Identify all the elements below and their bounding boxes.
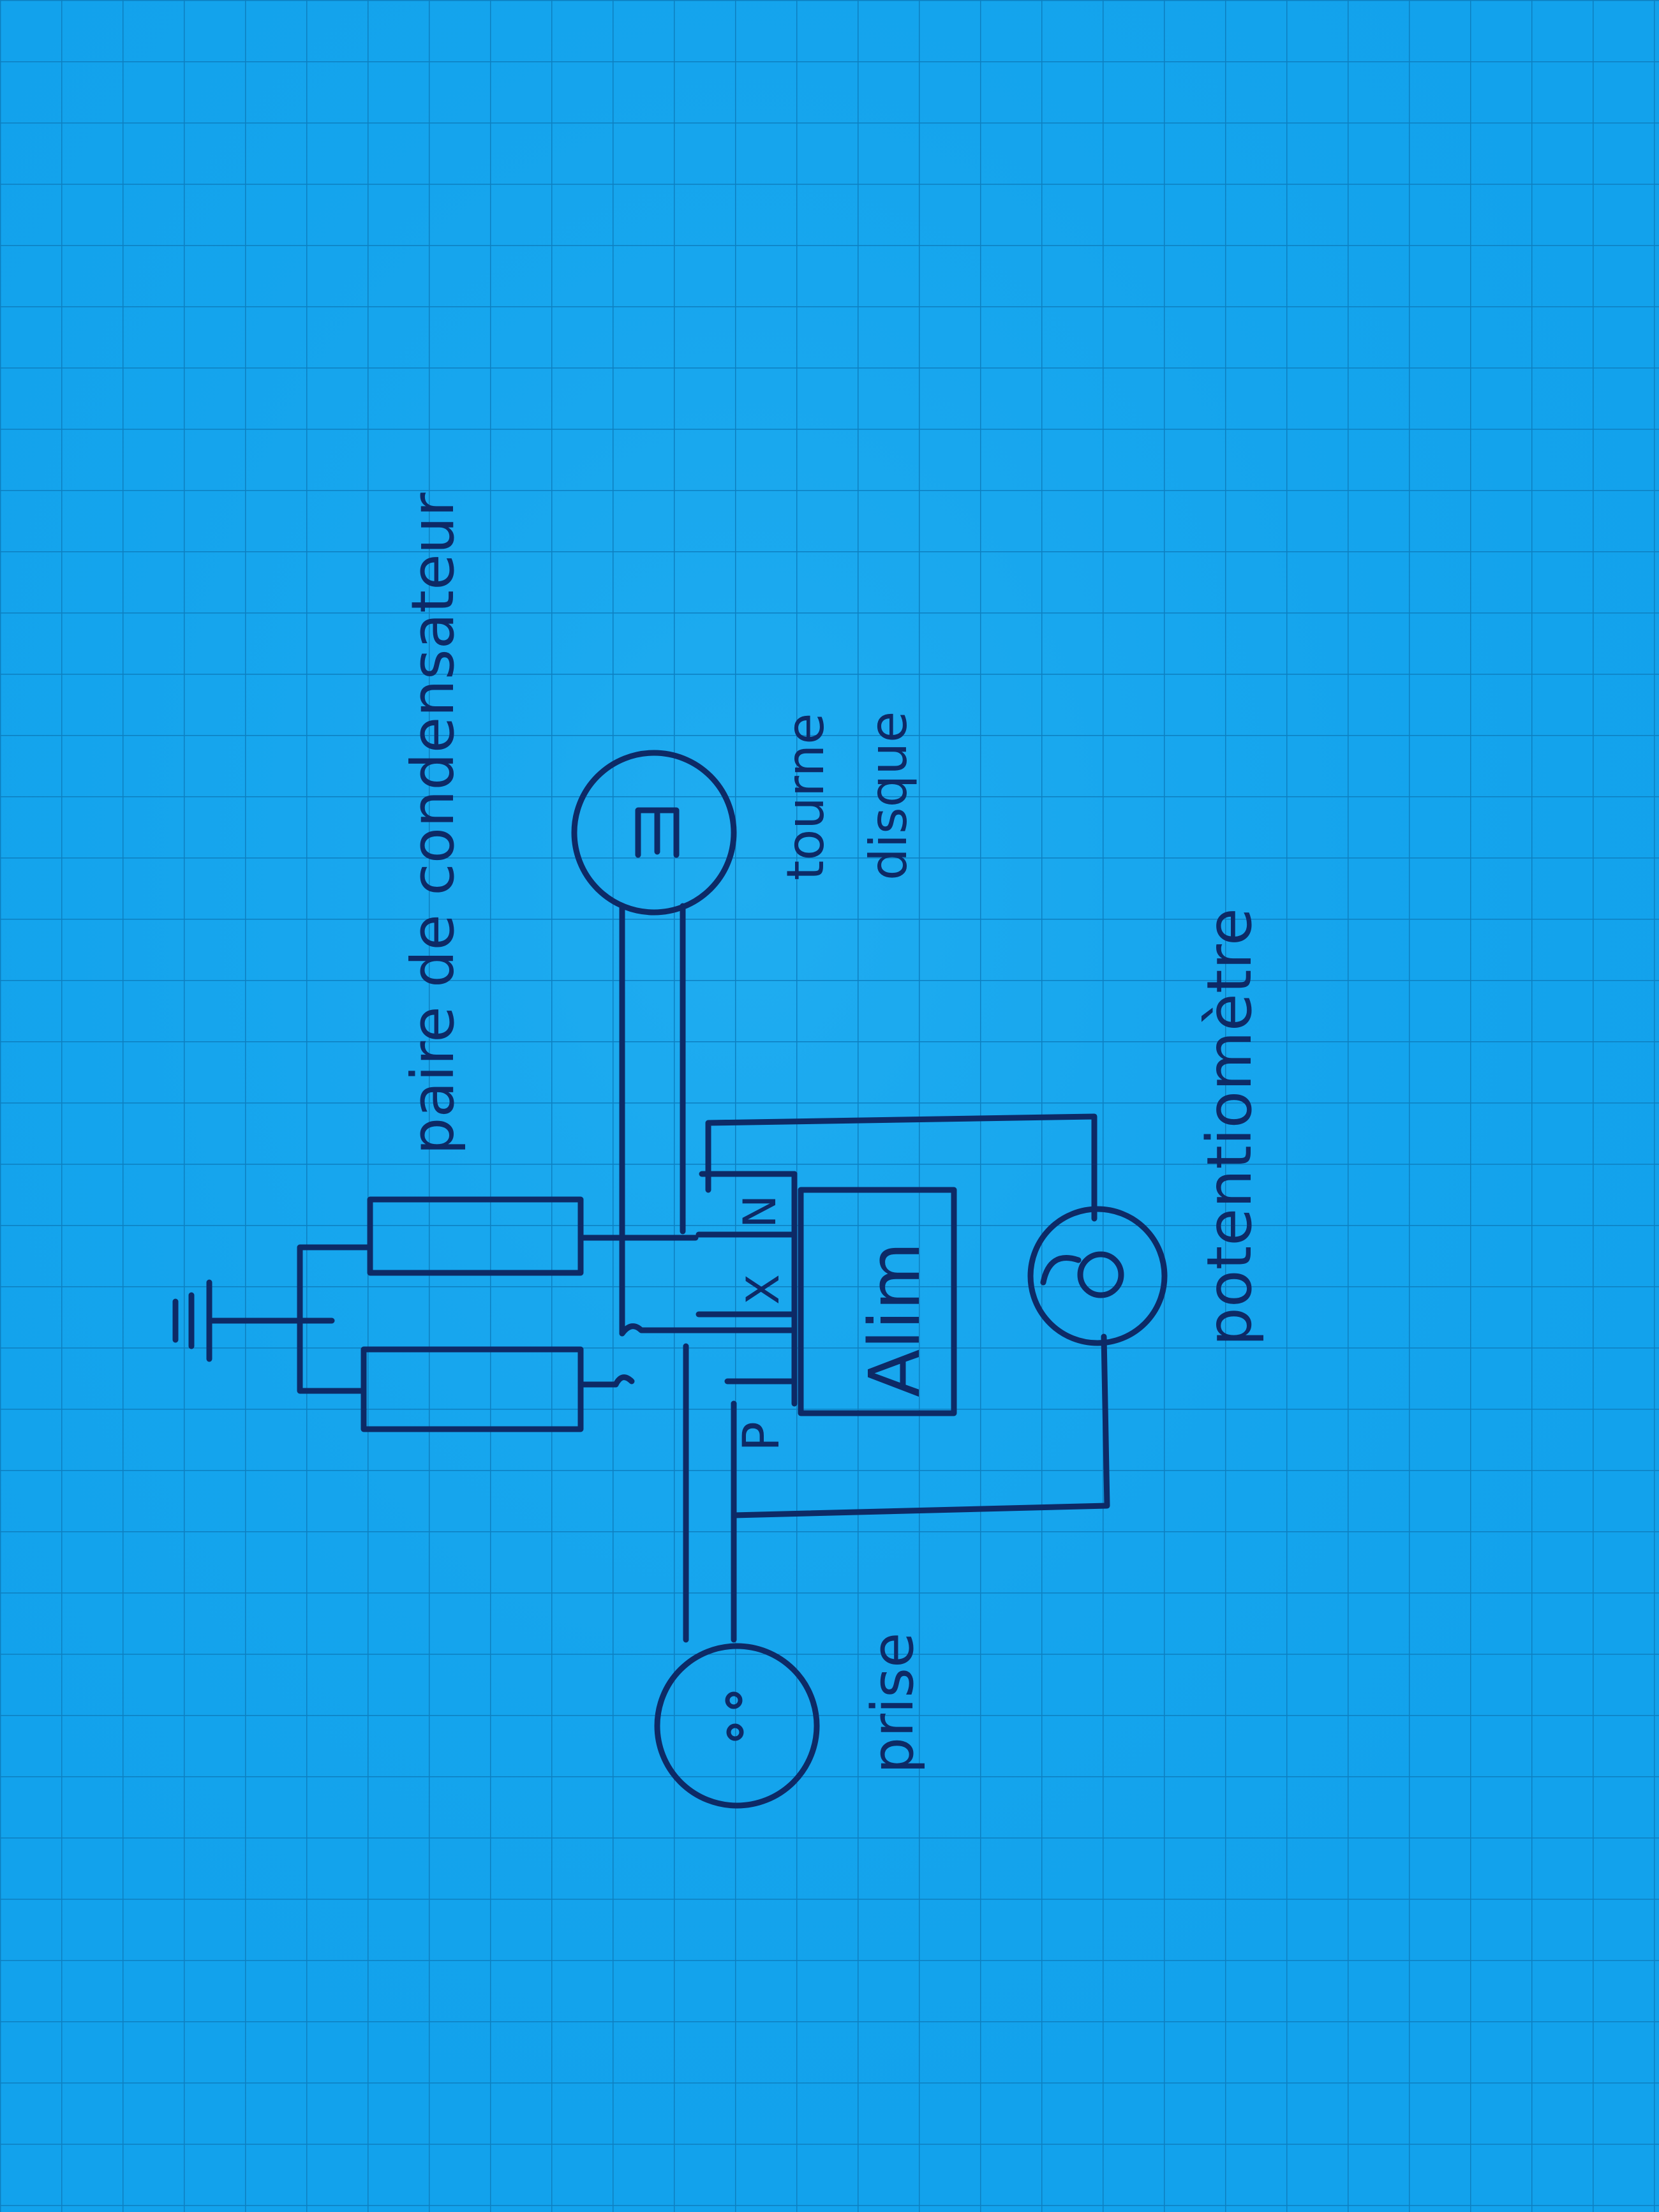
motor-circle [571, 750, 737, 916]
motor-m-glyph [635, 807, 680, 858]
turntable-label-line1: tourne [776, 713, 835, 880]
potentiometer-bottom-wire [731, 1333, 1110, 1518]
potentiometer-knob [1077, 1251, 1124, 1298]
capacitors-label: paire de condensateur [399, 493, 467, 1155]
terminal-block [696, 1171, 798, 1407]
potentiometer-top-wire [705, 1113, 1097, 1222]
socket-label: prise [859, 1633, 926, 1774]
power-supply-box [798, 1187, 957, 1416]
potentiometer-wiper [1040, 1255, 1082, 1286]
terminal-n-label: N [734, 1195, 786, 1228]
capacitor-bus-wire [297, 1244, 373, 1394]
ground-symbol [172, 1279, 303, 1362]
socket-circle [654, 1643, 820, 1809]
ink-drawing [172, 750, 1168, 1809]
socket-pin-2 [726, 1723, 744, 1741]
capacitor-2 [361, 1346, 584, 1432]
socket-pin-1 [725, 1691, 743, 1709]
terminal-p-label: P [733, 1421, 791, 1451]
potentiometer-circle [1027, 1206, 1168, 1346]
wire-hop-2 [619, 1323, 798, 1337]
wire-hop-1 [613, 1374, 635, 1388]
power-supply-label: Alim [854, 1242, 935, 1397]
potentiometer-label: potentiomètre [1194, 908, 1265, 1346]
turntable-label-line2: disque [859, 711, 918, 880]
terminal-x-label: X [737, 1274, 789, 1305]
